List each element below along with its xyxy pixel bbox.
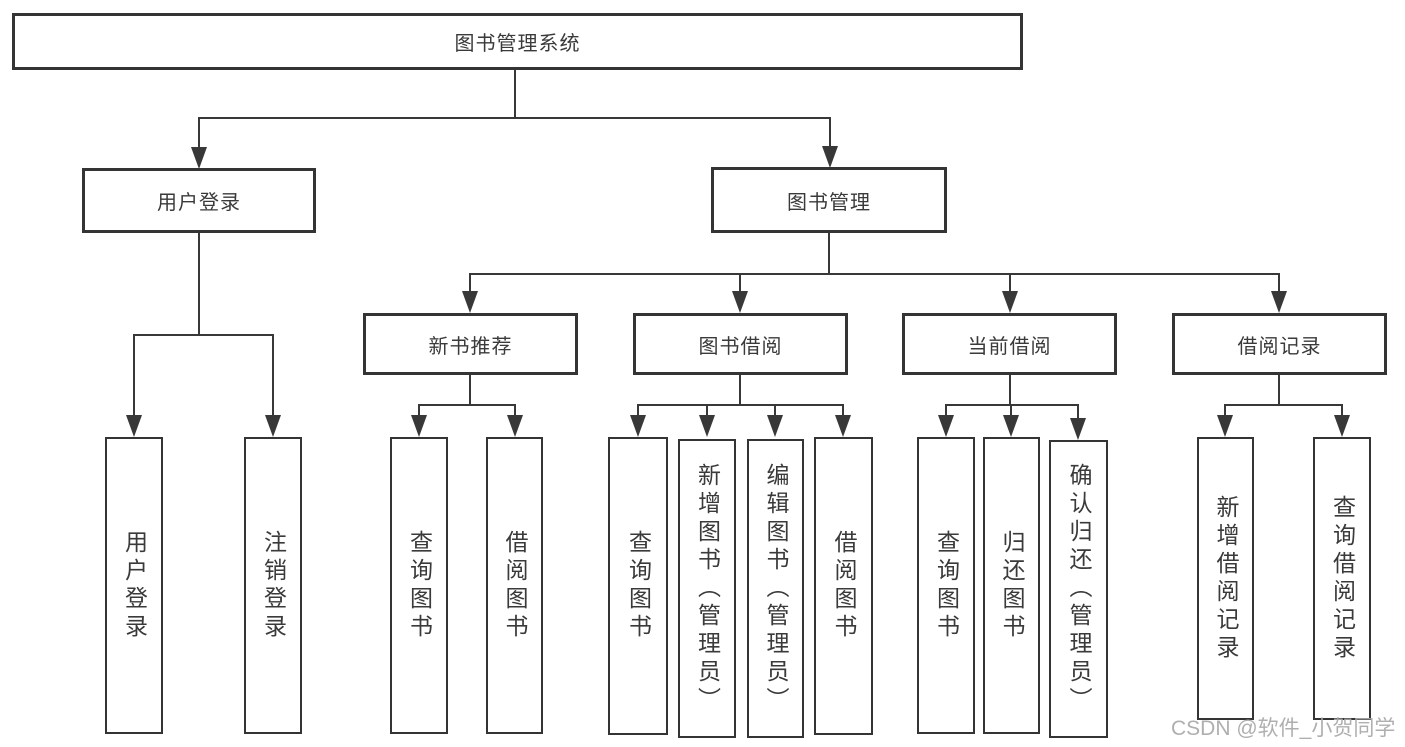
connector-line xyxy=(198,233,200,336)
arrowhead-down-icon xyxy=(699,415,715,437)
connector-line xyxy=(418,404,420,417)
node-leaf-borrow-books-recommend: 借阅图书 xyxy=(486,437,543,734)
node-new-book-recommend-label: 新书推荐 xyxy=(428,335,513,358)
connector-line xyxy=(1009,375,1011,406)
connector-line xyxy=(133,334,274,336)
node-leaf-add-borrow-record-label: 新增借阅记录 xyxy=(1213,494,1239,663)
node-leaf-borrow-books-recommend-label: 借阅图书 xyxy=(502,529,528,642)
connector-line xyxy=(1341,404,1343,417)
node-leaf-query-books-current-label: 查询图书 xyxy=(933,529,960,642)
arrowhead-down-icon xyxy=(835,415,851,437)
node-book-management-label: 图书管理 xyxy=(787,191,871,214)
connector-line xyxy=(637,404,639,417)
connector-line xyxy=(1278,273,1280,293)
connector-line xyxy=(637,404,844,406)
node-new-book-recommend: 新书推荐 xyxy=(363,313,578,375)
connector-line xyxy=(828,233,830,275)
node-leaf-borrow-books-label: 借阅图书 xyxy=(831,530,857,642)
connector-line xyxy=(1278,375,1280,406)
arrowhead-down-icon xyxy=(938,415,954,437)
node-root-label: 图书管理系统 xyxy=(454,33,581,55)
arrowhead-down-icon xyxy=(1070,418,1086,440)
connector-line xyxy=(829,117,831,149)
node-borrow-records: 借阅记录 xyxy=(1172,313,1387,375)
node-borrow-records-label: 借阅记录 xyxy=(1237,335,1322,358)
node-leaf-edit-book-admin: 编辑图书（管理员） xyxy=(747,439,804,738)
node-leaf-add-book-admin: 新增图书（管理员） xyxy=(678,439,736,738)
connector-line xyxy=(272,334,274,417)
arrowhead-down-icon xyxy=(1271,291,1287,313)
node-leaf-return-books-label: 归还图书 xyxy=(999,529,1025,642)
node-leaf-user-login: 用户登录 xyxy=(105,437,163,734)
node-leaf-user-login-label: 用户登录 xyxy=(121,529,148,642)
node-leaf-logout: 注销登录 xyxy=(244,437,302,734)
connector-line xyxy=(514,69,516,119)
node-leaf-confirm-return-admin-label: 确认归还（管理员） xyxy=(1066,463,1092,715)
arrowhead-down-icon xyxy=(1217,415,1233,437)
arrowhead-down-icon xyxy=(1334,415,1350,437)
arrowhead-down-icon xyxy=(630,415,646,437)
node-leaf-query-books-borrow: 查询图书 xyxy=(608,437,668,735)
arrowhead-down-icon xyxy=(822,146,838,168)
node-user-login: 用户登录 xyxy=(82,168,316,233)
node-root: 图书管理系统 xyxy=(12,13,1023,70)
arrowhead-down-icon xyxy=(507,415,523,437)
connector-line xyxy=(739,375,741,406)
connector-line xyxy=(1010,404,1012,417)
connector-line xyxy=(514,404,516,417)
arrowhead-down-icon xyxy=(191,147,207,169)
connector-line xyxy=(469,375,471,406)
arrowhead-down-icon xyxy=(126,415,142,437)
node-leaf-query-borrow-record-label: 查询借阅记录 xyxy=(1329,494,1356,663)
node-leaf-add-book-admin-label: 新增图书（管理员） xyxy=(694,462,721,715)
connector-line xyxy=(945,404,1079,406)
connector-line xyxy=(469,273,1280,275)
csdn-watermark: CSDN @软件_小贺同学 xyxy=(1171,717,1396,740)
arrowhead-down-icon xyxy=(732,291,748,313)
connector-line xyxy=(842,404,844,417)
node-leaf-edit-book-admin-label: 编辑图书（管理员） xyxy=(763,462,789,715)
node-current-borrow: 当前借阅 xyxy=(902,313,1117,375)
node-leaf-query-books-recommend: 查询图书 xyxy=(390,437,448,734)
connector-line xyxy=(1077,404,1079,420)
arrowhead-down-icon xyxy=(462,291,478,313)
connector-line xyxy=(418,404,516,406)
node-leaf-borrow-books: 借阅图书 xyxy=(814,437,873,735)
connector-line xyxy=(774,404,776,417)
arrowhead-down-icon xyxy=(265,415,281,437)
arrowhead-down-icon xyxy=(1003,415,1019,437)
node-leaf-logout-label: 注销登录 xyxy=(260,529,287,642)
arrowhead-down-icon xyxy=(411,415,427,437)
node-leaf-query-borrow-record: 查询借阅记录 xyxy=(1313,437,1371,720)
connector-line xyxy=(1224,404,1343,406)
arrowhead-down-icon xyxy=(1002,291,1018,313)
connector-line xyxy=(706,404,708,417)
node-leaf-query-books-borrow-label: 查询图书 xyxy=(625,530,652,642)
connector-line xyxy=(1224,404,1226,417)
node-leaf-return-books: 归还图书 xyxy=(983,437,1040,734)
connector-line xyxy=(945,404,947,417)
node-current-borrow-label: 当前借阅 xyxy=(967,335,1052,358)
node-leaf-confirm-return-admin: 确认归还（管理员） xyxy=(1049,440,1108,738)
connector-line xyxy=(469,273,471,293)
node-user-login-label: 用户登录 xyxy=(157,192,241,214)
node-leaf-query-books-current: 查询图书 xyxy=(917,437,975,734)
connector-line xyxy=(1009,273,1011,293)
connector-line xyxy=(739,273,741,293)
node-book-borrow-label: 图书借阅 xyxy=(698,335,783,358)
connector-line xyxy=(198,117,200,149)
node-leaf-add-borrow-record: 新增借阅记录 xyxy=(1197,437,1254,720)
connector-line xyxy=(133,334,135,417)
connector-line xyxy=(198,117,830,119)
node-book-borrow: 图书借阅 xyxy=(633,313,848,375)
node-leaf-query-books-recommend-label: 查询图书 xyxy=(406,529,433,642)
arrowhead-down-icon xyxy=(767,415,783,437)
node-book-management: 图书管理 xyxy=(711,167,947,233)
